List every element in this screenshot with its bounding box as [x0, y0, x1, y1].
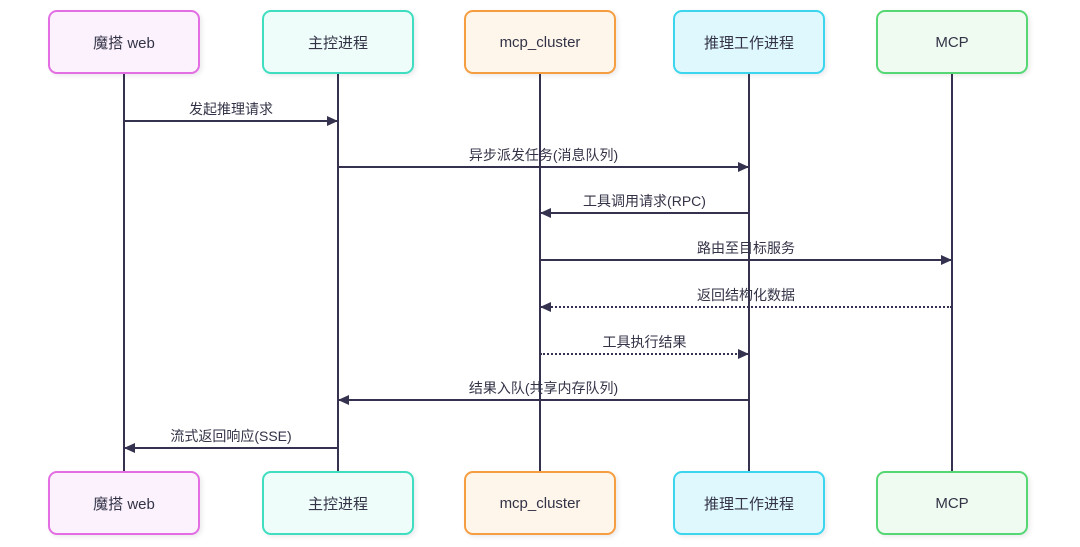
actor-mcp-cluster-top: mcp_cluster	[464, 10, 616, 74]
actor-label: mcp_cluster	[499, 33, 581, 51]
actor-label: 魔搭 web	[93, 495, 155, 513]
message-8: 流式返回响应(SSE)	[124, 426, 338, 453]
message-arrow-solid	[338, 162, 749, 172]
message-arrow-solid	[540, 255, 952, 265]
message-label: 流式返回响应(SSE)	[170, 428, 292, 444]
actor-mcp-bottom: MCP	[876, 471, 1028, 535]
actor-label: 主控进程	[307, 495, 368, 513]
arrowhead-left-icon	[124, 443, 135, 453]
message-arrow-dotted	[540, 349, 749, 359]
message-1: 发起推理请求	[124, 99, 338, 126]
actor-label: 魔搭 web	[93, 34, 155, 52]
arrowhead-right-icon	[327, 116, 338, 126]
message-5: 返回结构化数据	[540, 285, 952, 312]
message-7: 结果入队(共享内存队列)	[338, 378, 749, 405]
lifeline-mcp	[951, 74, 953, 473]
message-label: 工具调用请求(RPC)	[583, 193, 706, 209]
arrowhead-right-icon	[941, 255, 952, 265]
message-3: 工具调用请求(RPC)	[540, 191, 749, 218]
message-arrow-solid	[124, 443, 338, 453]
actor-mcp-cluster-bottom: mcp_cluster	[464, 471, 616, 535]
message-arrow-dotted	[540, 302, 952, 312]
arrowhead-left-icon	[540, 208, 551, 218]
actor-modao-web-top: 魔搭 web	[48, 10, 200, 74]
actor-inference-worker-top: 推理工作进程	[673, 10, 825, 74]
message-label: 发起推理请求	[189, 101, 273, 117]
actor-master-process-bottom: 主控进程	[262, 471, 414, 535]
actor-label: MCP	[935, 33, 969, 51]
actor-modao-web-bottom: 魔搭 web	[48, 471, 200, 535]
message-arrow-solid	[540, 208, 749, 218]
message-6: 工具执行结果	[540, 332, 749, 359]
lifeline-master-process	[337, 74, 339, 473]
message-arrow-solid	[124, 116, 338, 126]
message-label: 结果入队(共享内存队列)	[468, 380, 619, 396]
message-4: 路由至目标服务	[540, 238, 952, 265]
message-label: 路由至目标服务	[697, 240, 795, 256]
actor-label: MCP	[935, 494, 969, 512]
arrowhead-right-icon	[738, 162, 749, 172]
lifeline-inference-worker	[748, 74, 750, 473]
arrowhead-right-icon	[738, 349, 749, 359]
message-label: 返回结构化数据	[697, 287, 795, 303]
lifeline-modao-web	[123, 74, 125, 473]
actor-inference-worker-bottom: 推理工作进程	[673, 471, 825, 535]
message-label: 异步派发任务(消息队列)	[468, 147, 619, 163]
actor-label: mcp_cluster	[499, 494, 581, 512]
actor-mcp-top: MCP	[876, 10, 1028, 74]
actor-label: 主控进程	[307, 34, 368, 52]
actor-master-process-top: 主控进程	[262, 10, 414, 74]
message-2: 异步派发任务(消息队列)	[338, 145, 749, 172]
actor-label: 推理工作进程	[703, 34, 794, 52]
lifeline-mcp-cluster	[539, 74, 541, 473]
actor-label: 推理工作进程	[703, 495, 794, 513]
arrowhead-left-icon	[540, 302, 551, 312]
message-label: 工具执行结果	[602, 334, 687, 350]
message-arrow-solid	[338, 395, 749, 405]
arrowhead-left-icon	[338, 395, 349, 405]
